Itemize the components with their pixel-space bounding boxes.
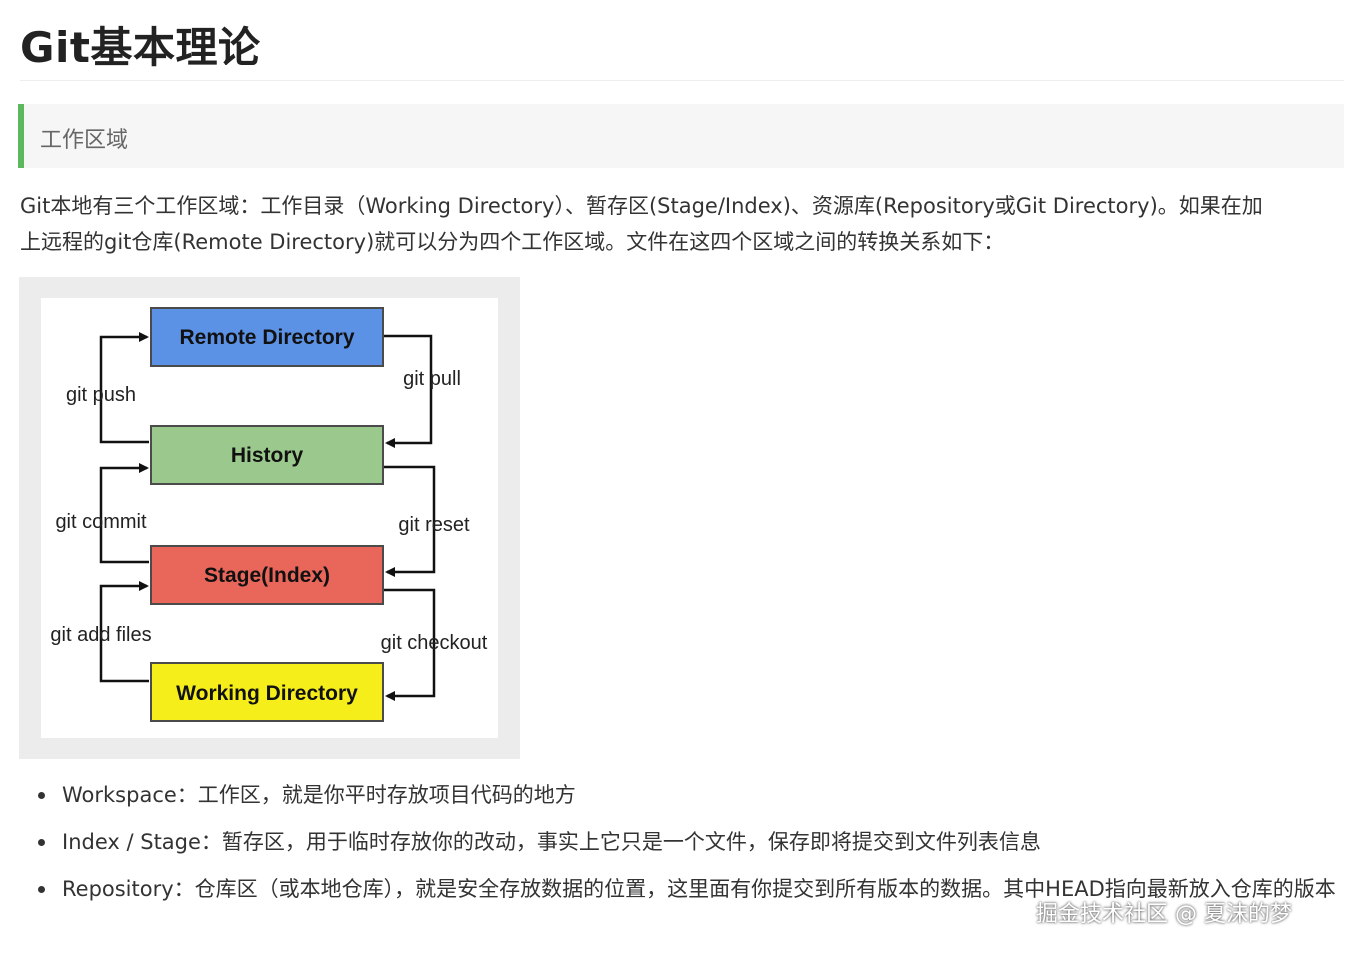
bullet-dot-icon [38, 839, 45, 846]
git-diagram-figure: Remote Directory History Stage(Index) Wo… [19, 277, 520, 759]
title-divider [20, 80, 1344, 81]
history-box [150, 425, 384, 485]
git-add-arrow [99, 581, 149, 683]
git-push-arrow [99, 332, 149, 444]
remote-directory-box [150, 307, 384, 367]
list-item-text: Index / Stage：暂存区，用于临时存放你的改动，事实上它只是一个文件，… [62, 830, 1041, 854]
git-reset-label: git reset [398, 514, 470, 536]
git-checkout-label: git checkout [381, 632, 488, 654]
git-diagram-canvas: Remote Directory History Stage(Index) Wo… [41, 298, 498, 738]
stage-index-box [150, 545, 384, 605]
working-directory-box [150, 662, 384, 722]
section-title: 工作区域 [40, 128, 129, 153]
list-item: Repository：仓库区（或本地仓库），就是安全存放数据的位置，这里面有你提… [36, 871, 1336, 907]
git-add-label: git add files [50, 624, 151, 646]
git-commit-label: git commit [55, 511, 147, 533]
git-commit-arrow [99, 463, 149, 564]
intro-paragraph: Git本地有三个工作区域：工作目录（Working Directory）、暂存区… [20, 188, 1344, 260]
history-label: History [231, 444, 304, 467]
list-item-text: Workspace：工作区，就是你平时存放项目代码的地方 [62, 783, 576, 807]
git-push-label: git push [66, 384, 136, 406]
remote-directory-label: Remote Directory [179, 326, 354, 349]
bullet-dot-icon [38, 792, 45, 799]
git-pull-arrow [384, 334, 433, 448]
git-pull-label: git pull [403, 368, 461, 390]
list-item: Workspace：工作区，就是你平时存放项目代码的地方 [36, 777, 1336, 813]
working-directory-label: Working Directory [176, 682, 358, 705]
section-header: 工作区域 [18, 104, 1344, 168]
list-item: Index / Stage：暂存区，用于临时存放你的改动，事实上它只是一个文件，… [36, 824, 1336, 860]
watermark: 掘金技术社区 @ 夏沫的梦 [1036, 902, 1292, 927]
git-workflow-diagram: Remote Directory History Stage(Index) Wo… [50, 307, 488, 722]
git-reset-arrow [384, 465, 436, 577]
bullet-list: Workspace：工作区，就是你平时存放项目代码的地方 Index / Sta… [36, 777, 1336, 918]
list-item-text: Repository：仓库区（或本地仓库），就是安全存放数据的位置，这里面有你提… [62, 877, 1336, 901]
stage-index-label: Stage(Index) [204, 564, 330, 587]
intro-line-2: 上远程的git仓库(Remote Directory)就可以分为四个工作区域。文… [20, 230, 1005, 254]
intro-line-1: Git本地有三个工作区域：工作目录（Working Directory）、暂存区… [20, 194, 1263, 218]
git-checkout-arrow [384, 588, 436, 701]
page-title: Git基本理论 [20, 23, 261, 72]
bullet-dot-icon [38, 886, 45, 893]
